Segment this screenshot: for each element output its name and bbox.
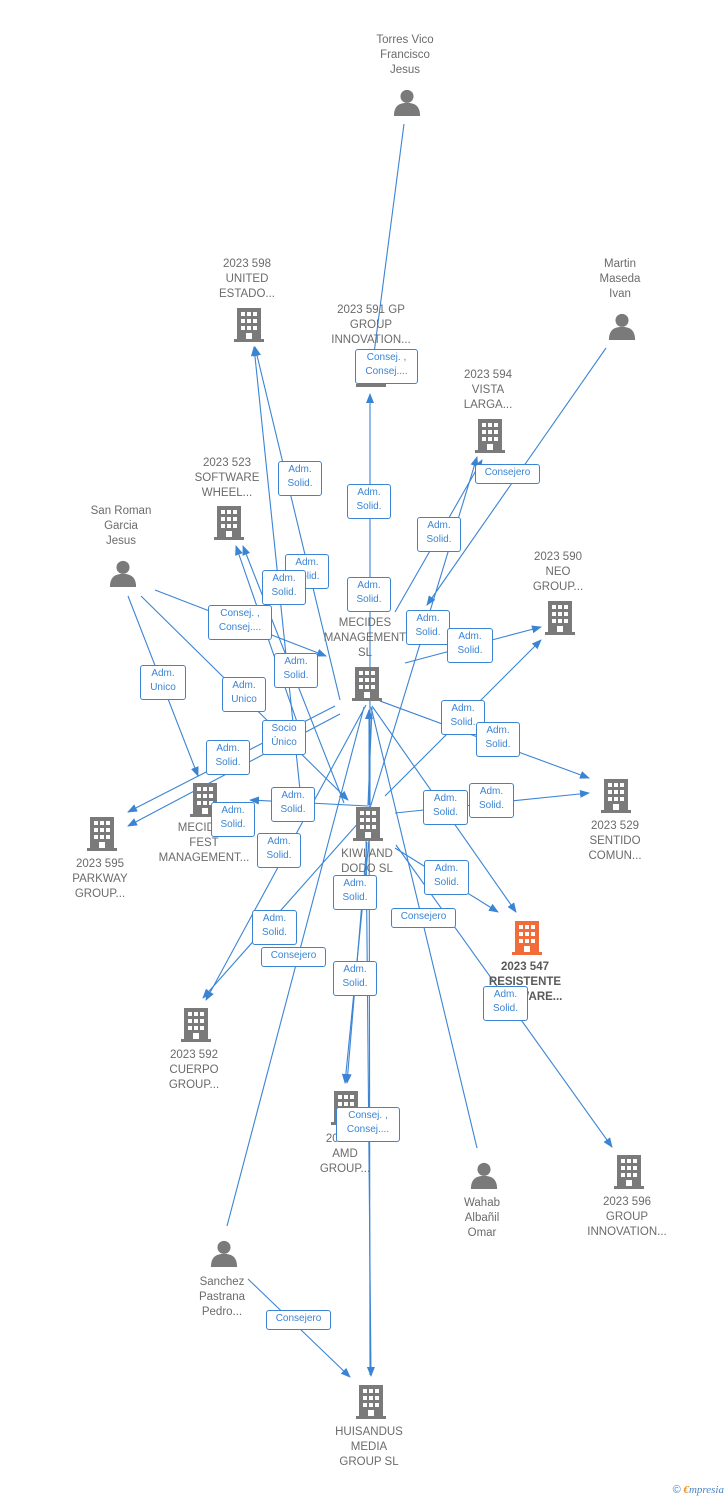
edge-label: Adm. Solid. xyxy=(252,910,297,945)
edge-label: Adm. Solid. xyxy=(483,986,528,1021)
edge-label: Consej. , Consej.... xyxy=(208,605,272,640)
edge-label: Adm. Unico xyxy=(222,677,266,712)
building-icon[interactable] xyxy=(181,1008,211,1042)
node-label-sanchez[interactable]: Sanchez Pastrana Pedro... xyxy=(198,1276,246,1318)
edge-label: Consejero xyxy=(475,464,540,484)
edge-line xyxy=(369,123,405,385)
building-icon[interactable] xyxy=(352,667,382,701)
building-icon[interactable] xyxy=(87,817,117,851)
building-icon[interactable] xyxy=(353,807,383,841)
edge-label: Adm. Solid. xyxy=(417,517,461,552)
node-label-n529[interactable]: 2023 529 SENTIDO COMUN... xyxy=(588,820,642,862)
building-icon[interactable] xyxy=(614,1155,644,1189)
edge-label: Adm. Solid. xyxy=(257,833,301,868)
node-label-n590[interactable]: 2023 590 NEO GROUP... xyxy=(532,551,584,593)
person-icon[interactable] xyxy=(109,560,137,587)
edge-label: Consej. , Consej.... xyxy=(355,349,418,384)
node-label-kiwi[interactable]: KIWI AND DODO SL xyxy=(341,848,393,875)
edge-label: Consejero xyxy=(266,1310,331,1330)
footer-brand: © €mpresia xyxy=(673,1484,724,1496)
edge-label: Adm. Solid. xyxy=(211,802,255,837)
person-icon[interactable] xyxy=(210,1240,238,1267)
building-icon[interactable] xyxy=(356,1385,386,1419)
node-label-n591[interactable]: 2023 591 GP GROUP INNOVATION... xyxy=(331,304,411,346)
edge-label: Consej. , Consej.... xyxy=(336,1107,400,1142)
edge-label: Adm. Unico xyxy=(140,665,186,700)
edge-line xyxy=(253,346,341,701)
person-icon[interactable] xyxy=(393,89,421,116)
node-label-n523[interactable]: 2023 523 SOFTWARE WHEEL... xyxy=(194,457,260,499)
edge-line xyxy=(235,545,306,746)
edge-label: Adm. Solid. xyxy=(406,610,450,645)
edge-label: Adm. Solid. xyxy=(423,790,468,825)
edge-label: Adm. Solid. xyxy=(333,875,377,910)
building-icon[interactable] xyxy=(214,506,244,540)
edge-label: Adm. Solid. xyxy=(476,722,520,757)
brand-logo-icon: € xyxy=(683,1484,689,1496)
edge-label: Adm. Solid. xyxy=(333,961,377,996)
edge-line xyxy=(202,811,369,999)
edge-label: Adm. Solid. xyxy=(424,860,469,895)
edge-label: Adm. Solid. xyxy=(469,783,514,818)
edge-label: Consejero xyxy=(261,947,326,967)
node-label-n598[interactable]: 2023 598 UNITED ESTADO... xyxy=(218,258,276,300)
copyright-icon: © xyxy=(672,1484,681,1496)
edge-label: Adm. Solid. xyxy=(262,570,306,605)
building-icon[interactable] xyxy=(234,308,264,342)
edge-label: Adm. Solid. xyxy=(447,628,493,663)
building-icon[interactable] xyxy=(545,601,575,635)
node-label-n592[interactable]: 2023 592 CUERPO GROUP... xyxy=(168,1049,220,1091)
edge-label: Adm. Solid. xyxy=(278,461,322,496)
edge-line xyxy=(250,346,301,791)
node-label-n595[interactable]: 2023 595 PARKWAY GROUP... xyxy=(72,858,128,900)
node-label-mecides[interactable]: MECIDES MANAGEMENT SL xyxy=(323,617,407,659)
edge-label: Adm. Solid. xyxy=(347,484,391,519)
node-label-torres[interactable]: Torres Vico Francisco Jesus xyxy=(376,34,434,76)
brand-name: mpresia xyxy=(688,1484,724,1496)
node-label-n596[interactable]: 2023 596 GROUP INNOVATION... xyxy=(587,1196,667,1238)
node-label-wahab[interactable]: Wahab Albañil Omar xyxy=(463,1197,500,1239)
edge-line xyxy=(365,829,375,1377)
edge-label: Socio Único xyxy=(262,720,306,755)
node-label-martin[interactable]: Martin Maseda Ivan xyxy=(599,258,641,300)
building-icon[interactable] xyxy=(601,779,631,813)
edge-label: Consejero xyxy=(391,908,456,928)
person-icon[interactable] xyxy=(608,313,636,340)
node-label-huisandus[interactable]: HUISANDUS MEDIA GROUP SL xyxy=(335,1426,403,1468)
edge-label: Adm. Solid. xyxy=(274,653,318,688)
person-icon[interactable] xyxy=(470,1162,498,1189)
edge-label: Adm. Solid. xyxy=(347,577,391,612)
edge-label: Adm. Solid. xyxy=(206,740,250,775)
edge-label: Adm. Solid. xyxy=(271,787,315,822)
building-icon[interactable] xyxy=(475,419,505,453)
node-label-n594[interactable]: 2023 594 VISTA LARGA... xyxy=(463,369,513,411)
building-icon[interactable] xyxy=(512,921,542,955)
node-label-sanroman[interactable]: San Roman Garcia Jesus xyxy=(90,505,152,547)
